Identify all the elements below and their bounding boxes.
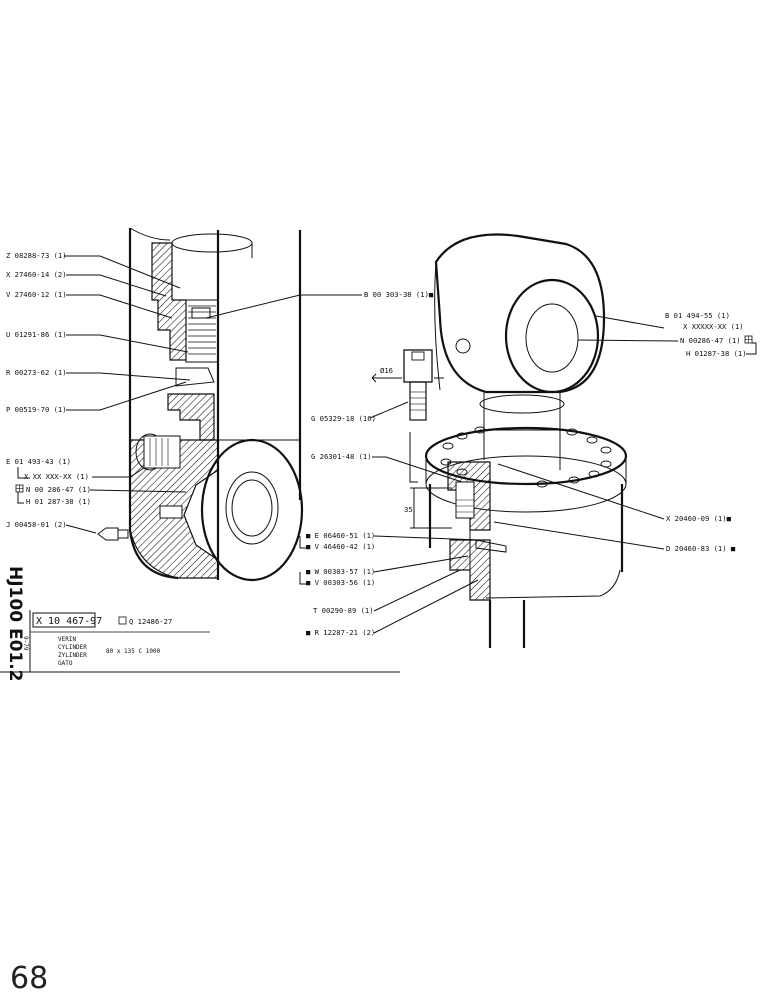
page-number: 68 bbox=[10, 961, 48, 996]
date-code: 9-79 bbox=[22, 636, 29, 651]
leader-b-00303-38 bbox=[205, 294, 362, 319]
label-v-46460-42: ■ V 46460-42 (1) bbox=[306, 542, 375, 551]
name-fr: VERIN bbox=[58, 636, 76, 643]
label-x-xxxxx-xx: X XX XXX-XX (1) bbox=[24, 472, 89, 481]
left-callouts: Z 08288-73 (1) X 27460-14 (2) V 27460-12… bbox=[6, 251, 191, 534]
label-t-00290-89: T 00290-89 (1) bbox=[313, 606, 374, 615]
name-es: GATO bbox=[58, 660, 73, 667]
label-dim-35: 35 bbox=[404, 505, 413, 514]
label-h-01287-38-right: H 01287-38 (1) bbox=[686, 349, 747, 358]
part-number: X 10 467-97 bbox=[36, 616, 102, 627]
label-dia-16: Ø16 bbox=[380, 366, 393, 375]
name-en: CYLINDER bbox=[58, 644, 87, 651]
label-v-27460-12: V 27460-12 (1) bbox=[6, 290, 67, 299]
name-de: ZYLINDER bbox=[58, 652, 87, 659]
label-u-01291-86: U 01291-86 (1) bbox=[6, 330, 67, 339]
label-r-00273-62: R 00273-62 (1) bbox=[6, 368, 67, 377]
label-x-20460-09: X 20460-09 (1)■ bbox=[666, 514, 732, 523]
label-v-00303-56: ■ V 00303-56 (1) bbox=[306, 578, 375, 587]
right-callouts: B 01 494-55 (1) X XXXXX-XX (1) N 00286-4… bbox=[299, 311, 757, 637]
right-cylinder-view: 35 bbox=[404, 233, 628, 648]
label-b-00303-38: B 00 303-38 (1)■ bbox=[364, 290, 434, 299]
label-p-00519-70: P 00519-70 (1) bbox=[6, 405, 67, 414]
label-x-27460-14: X 27460-14 (2) bbox=[6, 270, 67, 279]
label-g-05329-18: G 05329-18 (16) bbox=[311, 414, 376, 423]
title-block: X 10 467-97 Q 12486-27 VERIN CYLINDER ZY… bbox=[0, 566, 400, 682]
label-w-00303-57: ■ W 00303-57 (1) bbox=[306, 567, 375, 576]
ref-number: Q 12486-27 bbox=[129, 617, 172, 626]
label-b-01494-55: B 01 494-55 (1) bbox=[665, 311, 730, 320]
spec-text: 80 x 135 C 1000 bbox=[106, 648, 161, 655]
label-e-01493-43: E 01 493-43 (1) bbox=[6, 457, 71, 466]
left-cylinder-section-view bbox=[97, 227, 304, 582]
label-z-08288-73: Z 08288-73 (1) bbox=[6, 251, 67, 260]
label-g-26301-48: G 26301-48 (1) bbox=[311, 452, 372, 461]
label-n-00286-47-left: N 00 286-47 (1) bbox=[26, 485, 91, 494]
label-j-00458-01: J 00458-01 (2) bbox=[6, 520, 67, 529]
sidebar-code: HJ100 E01.2 bbox=[5, 566, 25, 682]
label-d-20460-83: D 20460-83 (1) ■ bbox=[666, 544, 736, 553]
label-r-12287-21: ■ R 12287-21 (2) bbox=[306, 628, 375, 637]
label-e-06460-51: ■ E 06460-51 (1) bbox=[306, 531, 375, 540]
label-h-01287-38-left: H 01 287-38 (1) bbox=[26, 497, 91, 506]
label-n-00286-47-right: N 00286-47 (1) bbox=[680, 336, 741, 345]
label-x-xxxxx-xx-right: X XXXXX-XX (1) bbox=[683, 322, 744, 331]
bolt-detail: Ø16 G 05329-18 (16) bbox=[311, 349, 444, 423]
